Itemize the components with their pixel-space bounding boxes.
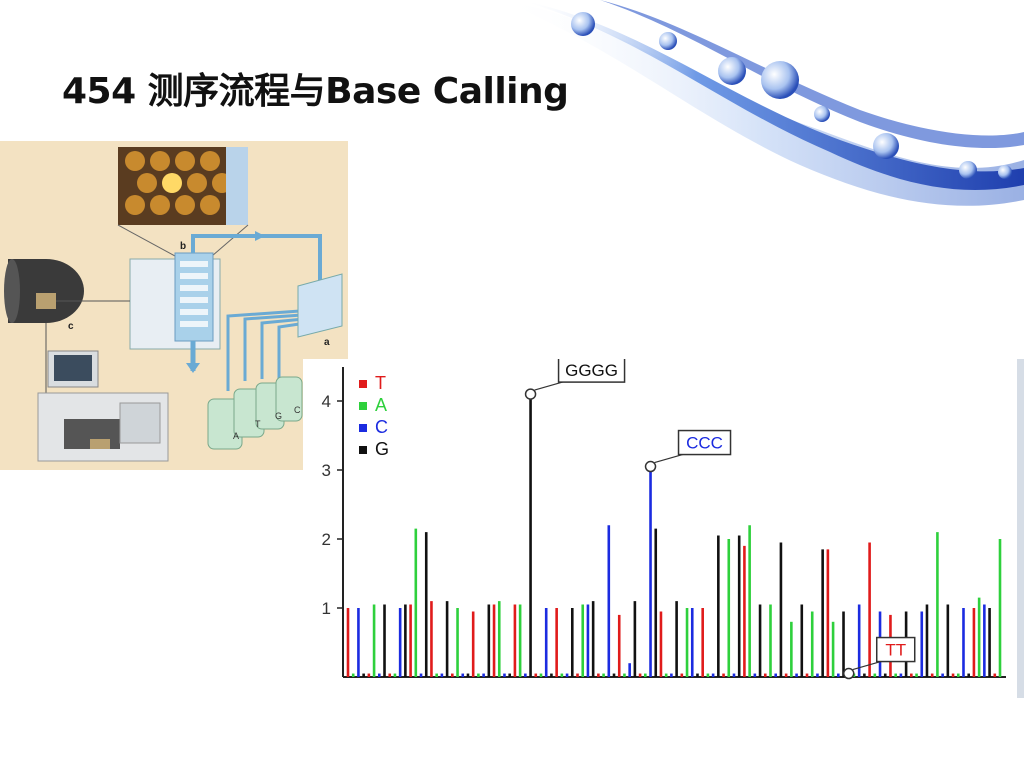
legend-swatch [359, 446, 367, 454]
legend-label: C [375, 417, 388, 437]
annotation-leader [534, 381, 563, 391]
annotation-box [875, 636, 916, 663]
flowgram-bars [346, 394, 1002, 677]
annotation-label: TT [885, 641, 906, 660]
annotation-marker [644, 460, 657, 473]
picotiter-wells-zoom [125, 151, 232, 215]
annotation-label: GGGG [565, 361, 618, 380]
label-b: b [180, 241, 186, 252]
sequencing-workflow-schematic: a b c A T G C [0, 141, 348, 470]
label-c: c [68, 321, 74, 332]
slide-title: 454 测序流程与Base Calling [62, 71, 569, 112]
annotation-box [557, 359, 626, 383]
peak-annotations: GGGG CCC TT [524, 359, 916, 680]
annotation-leader [852, 660, 881, 671]
y-tick-label: 4 [322, 392, 331, 411]
legend-swatch [359, 380, 367, 388]
annotation-marker [842, 667, 855, 680]
legend-label: A [375, 395, 387, 415]
bottle-label-G: G [275, 411, 282, 421]
y-tick-label: 2 [322, 530, 331, 549]
annotation-label: CCC [686, 434, 723, 453]
water-wave-decoration [500, 0, 1024, 206]
bottle-label-T: T [255, 419, 261, 429]
label-a: a [324, 337, 330, 348]
reagent-bottles: A T G C [207, 376, 303, 450]
annotation-leader [654, 453, 683, 464]
legend-swatch [359, 402, 367, 410]
y-tick-label: 1 [322, 599, 331, 618]
legend-label: G [375, 439, 389, 459]
legend-swatch [359, 424, 367, 432]
bottle-label-A: A [233, 431, 239, 441]
y-tick-label: 3 [322, 461, 331, 480]
annotation-box [677, 429, 732, 456]
bottle-label-C: C [294, 405, 301, 415]
legend-label: T [375, 373, 386, 393]
annotation-marker [524, 388, 537, 400]
